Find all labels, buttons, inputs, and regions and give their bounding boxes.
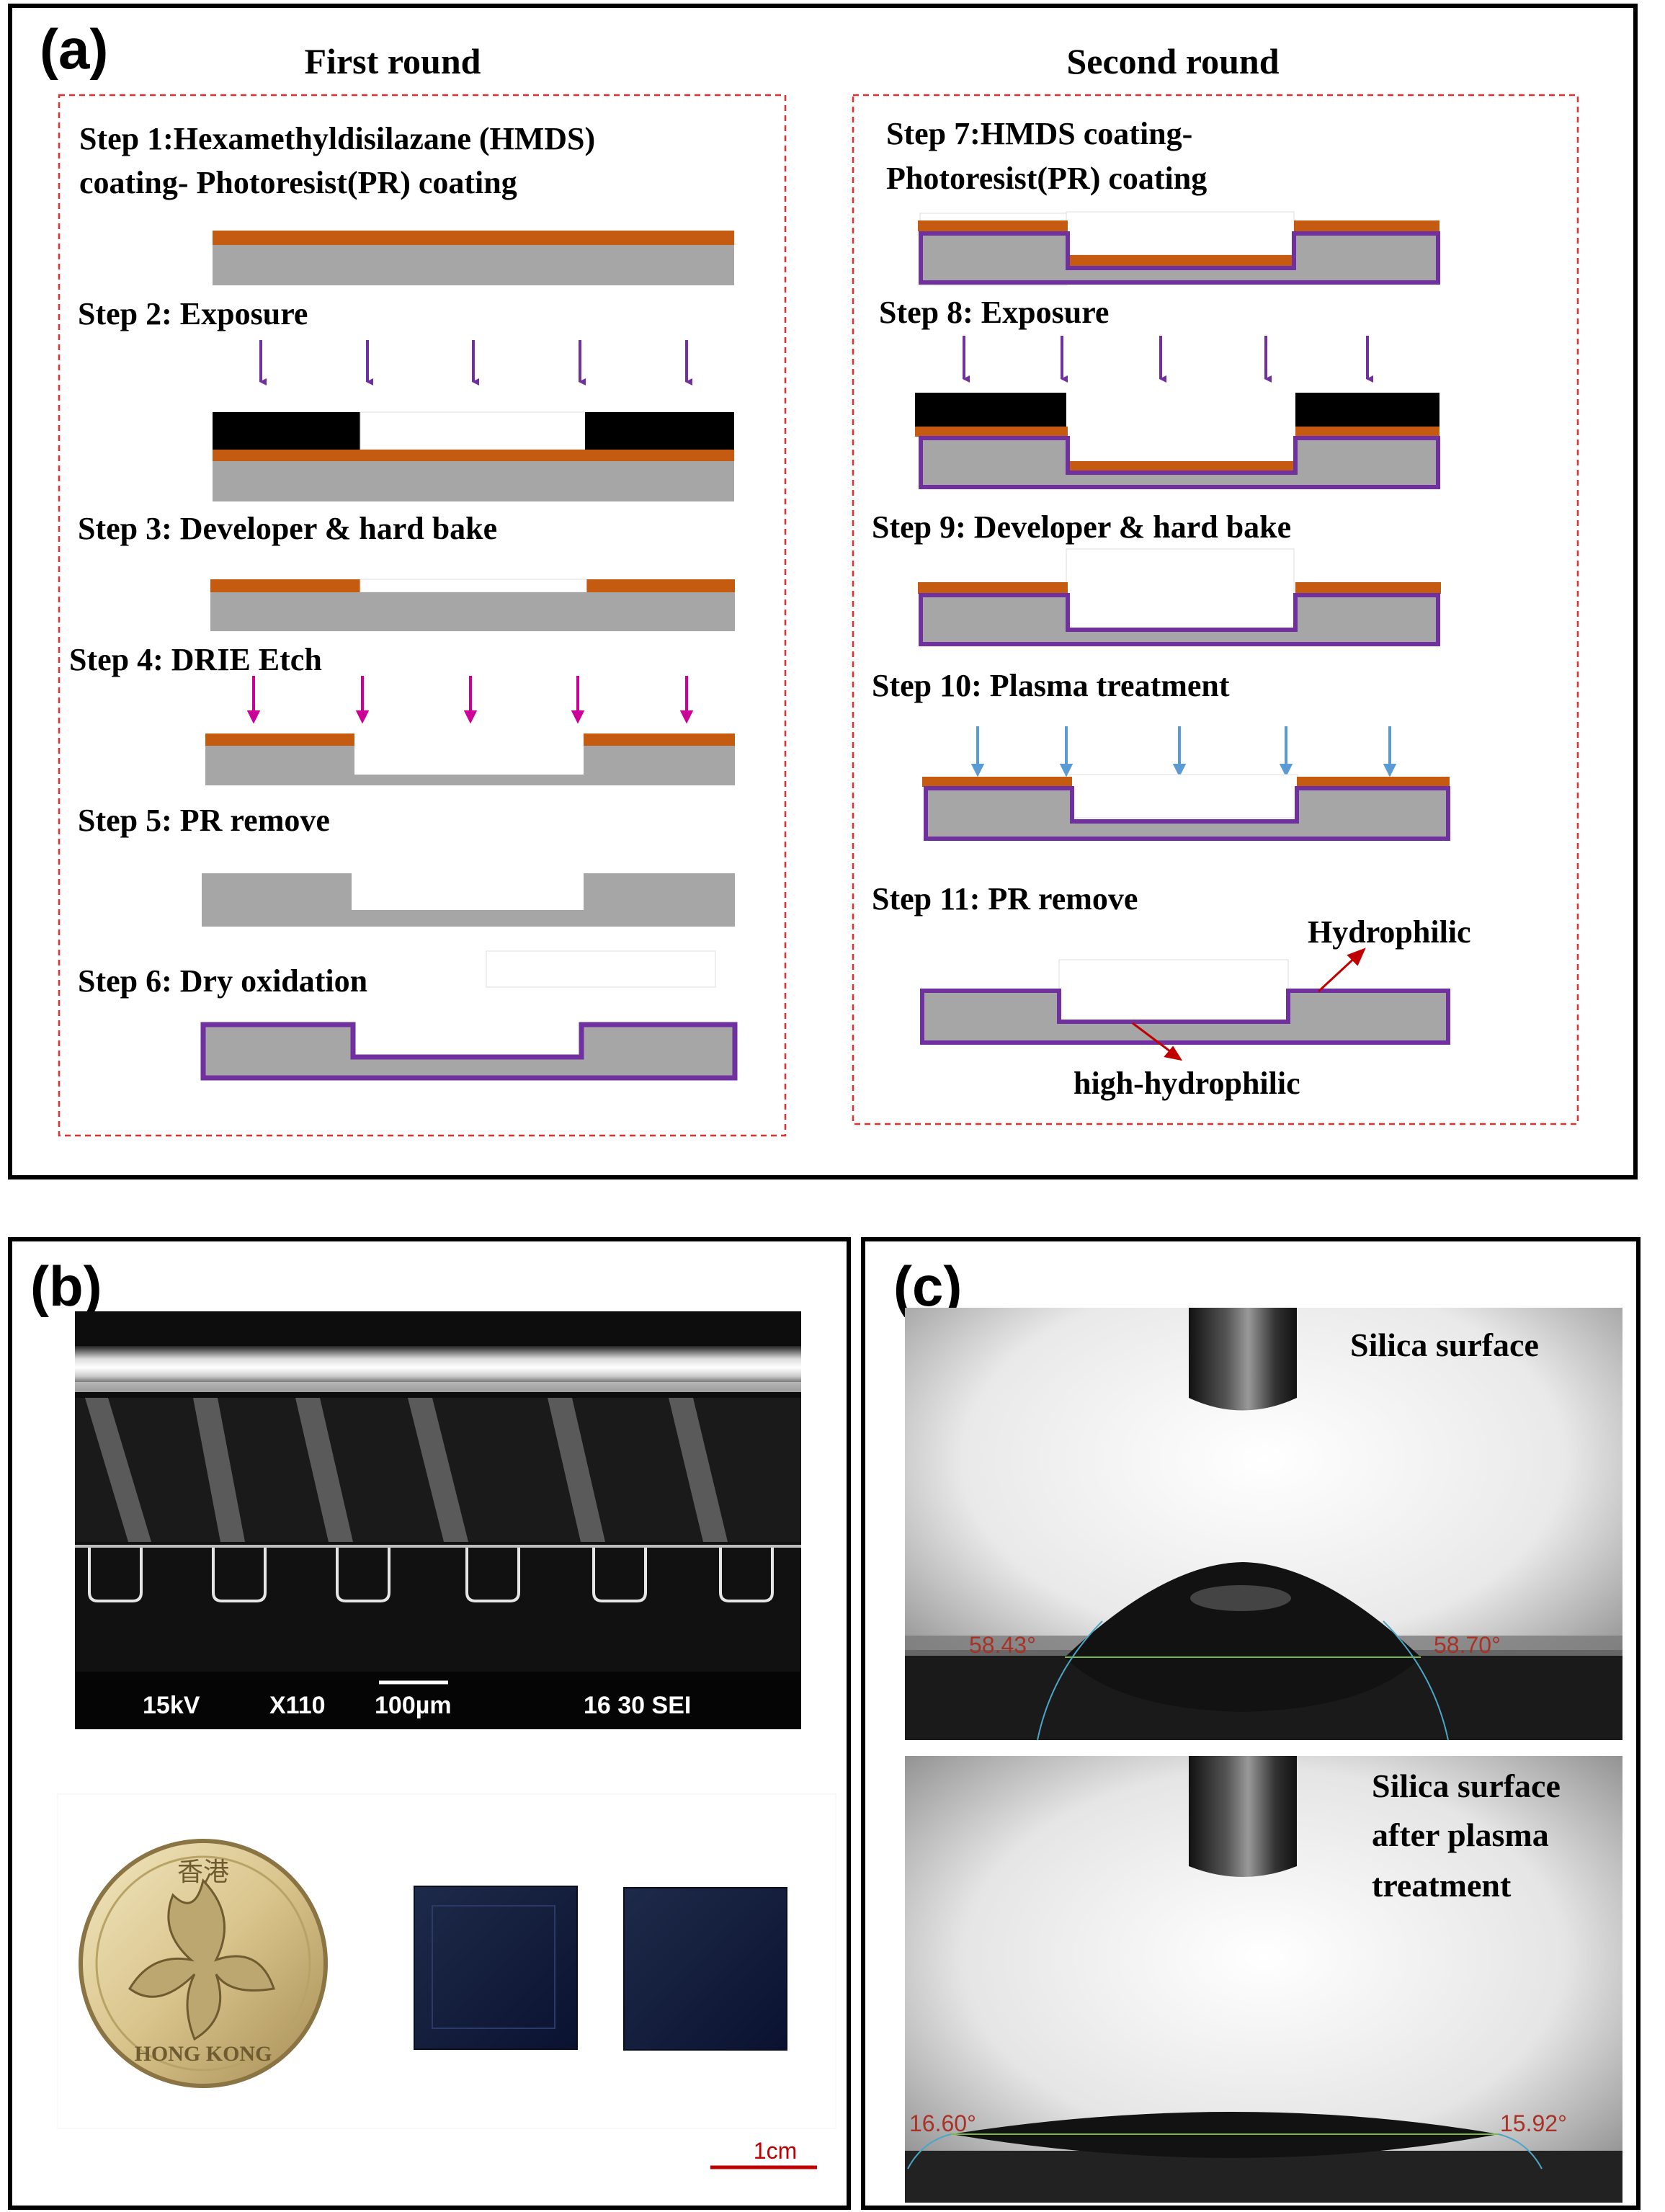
- panel-a-frame: [8, 4, 1638, 1179]
- step5-diagram: [202, 873, 735, 927]
- contact-angle-bottom: Silica surface after plasma treatment 16…: [905, 1756, 1622, 2203]
- bottom-right-angle: 15.92°: [1500, 2110, 1567, 2136]
- panel-b-label: (b): [30, 1254, 102, 1318]
- top-left-angle: 58.43°: [969, 1632, 1036, 1658]
- bottom-caption-line2: after plasma: [1372, 1816, 1549, 1853]
- chip-right: [623, 1887, 787, 2051]
- hydrophilic-arrow: [1317, 947, 1366, 993]
- panel-a-label: (a): [40, 17, 108, 81]
- coin-chars: 香港: [177, 1858, 229, 1887]
- needle-bottom: [1189, 1756, 1297, 1877]
- contact-angle-top: Silica surface 58.43° 58.70°: [905, 1308, 1622, 1741]
- step2-label: Step 2: Exposure: [78, 296, 308, 331]
- step11-blank-box: [1058, 959, 1289, 1022]
- step11-diagram: [920, 989, 1450, 1045]
- panel-b-frame: [8, 1237, 851, 2210]
- hydrophilic-label: Hydrophilic: [1308, 914, 1471, 950]
- bottom-caption-line3: treatment: [1372, 1867, 1512, 1904]
- second-round-title: Second round: [1066, 41, 1279, 81]
- step10-diagram: [922, 774, 1450, 841]
- sem-scale: 100µm: [375, 1692, 452, 1719]
- top-right-angle: 58.70°: [1434, 1632, 1501, 1658]
- panel-c-label: (c): [893, 1254, 962, 1318]
- step3-label: Step 3: Developer & hard bake: [78, 511, 497, 546]
- chip-left: [414, 1886, 578, 2050]
- first-round-box: [58, 94, 787, 1137]
- step10-arrows: [970, 726, 1397, 777]
- coin-text: HONG KONG: [135, 2042, 272, 2066]
- sem-magnification: X110: [269, 1692, 326, 1719]
- step8-arrows: [963, 336, 1373, 383]
- step1-line1: Step 1:Hexamethyldisilazane (HMDS): [79, 121, 595, 156]
- step6-label: Step 6: Dry oxidation: [78, 963, 367, 999]
- step11-label: Step 11: PR remove: [872, 881, 1138, 917]
- step6-blank-box: [486, 950, 716, 988]
- panel-c-frame: [861, 1237, 1641, 2210]
- high-hydrophilic-label: high-hydrophilic: [1073, 1066, 1300, 1101]
- bottom-left-angle: 16.60°: [909, 2110, 976, 2136]
- step1-diagram: [213, 231, 734, 285]
- step2-diagram: [213, 411, 734, 501]
- step3-diagram: [210, 579, 735, 631]
- step9-label: Step 9: Developer & hard bake: [872, 509, 1291, 545]
- step4-diagram: [205, 733, 735, 785]
- step8-label: Step 8: Exposure: [879, 295, 1109, 330]
- first-round-title: First round: [305, 41, 481, 81]
- step4-arrows: [246, 676, 694, 724]
- needle-top: [1189, 1308, 1297, 1411]
- step1-line2: coating- Photoresist(PR) coating: [79, 165, 517, 200]
- droplet-top: [1065, 1562, 1421, 1712]
- top-caption: Silica surface: [1350, 1326, 1539, 1363]
- step5-label: Step 5: PR remove: [78, 803, 330, 838]
- step7-line1: Step 7:HMDS coating-: [886, 116, 1192, 151]
- step10-label: Step 10: Plasma treatment: [872, 668, 1230, 703]
- photo-scale: 1cm: [754, 2138, 797, 2164]
- step7-line2: Photoresist(PR) coating: [886, 161, 1207, 196]
- step6-diagram: [200, 1022, 738, 1081]
- sem-image: 15kV X110 100µm 16 30 SEI: [75, 1311, 801, 1729]
- step4-label: Step 4: DRIE Etch: [69, 642, 322, 677]
- step9-diagram: [918, 548, 1441, 646]
- bottom-caption-line1: Silica surface: [1372, 1767, 1561, 1804]
- coin: 香港 HONG KONG: [79, 1839, 328, 2088]
- high-hydrophilic-arrow: [1132, 1022, 1183, 1061]
- sample-photo: 香港 HONG KONG 1cm: [57, 1793, 836, 2169]
- sem-voltage: 15kV: [143, 1692, 200, 1719]
- sem-info: 16 30 SEI: [584, 1692, 691, 1719]
- step7-diagram: [918, 211, 1440, 286]
- step8-diagram: [915, 393, 1440, 489]
- step2-arrows: [259, 340, 692, 385]
